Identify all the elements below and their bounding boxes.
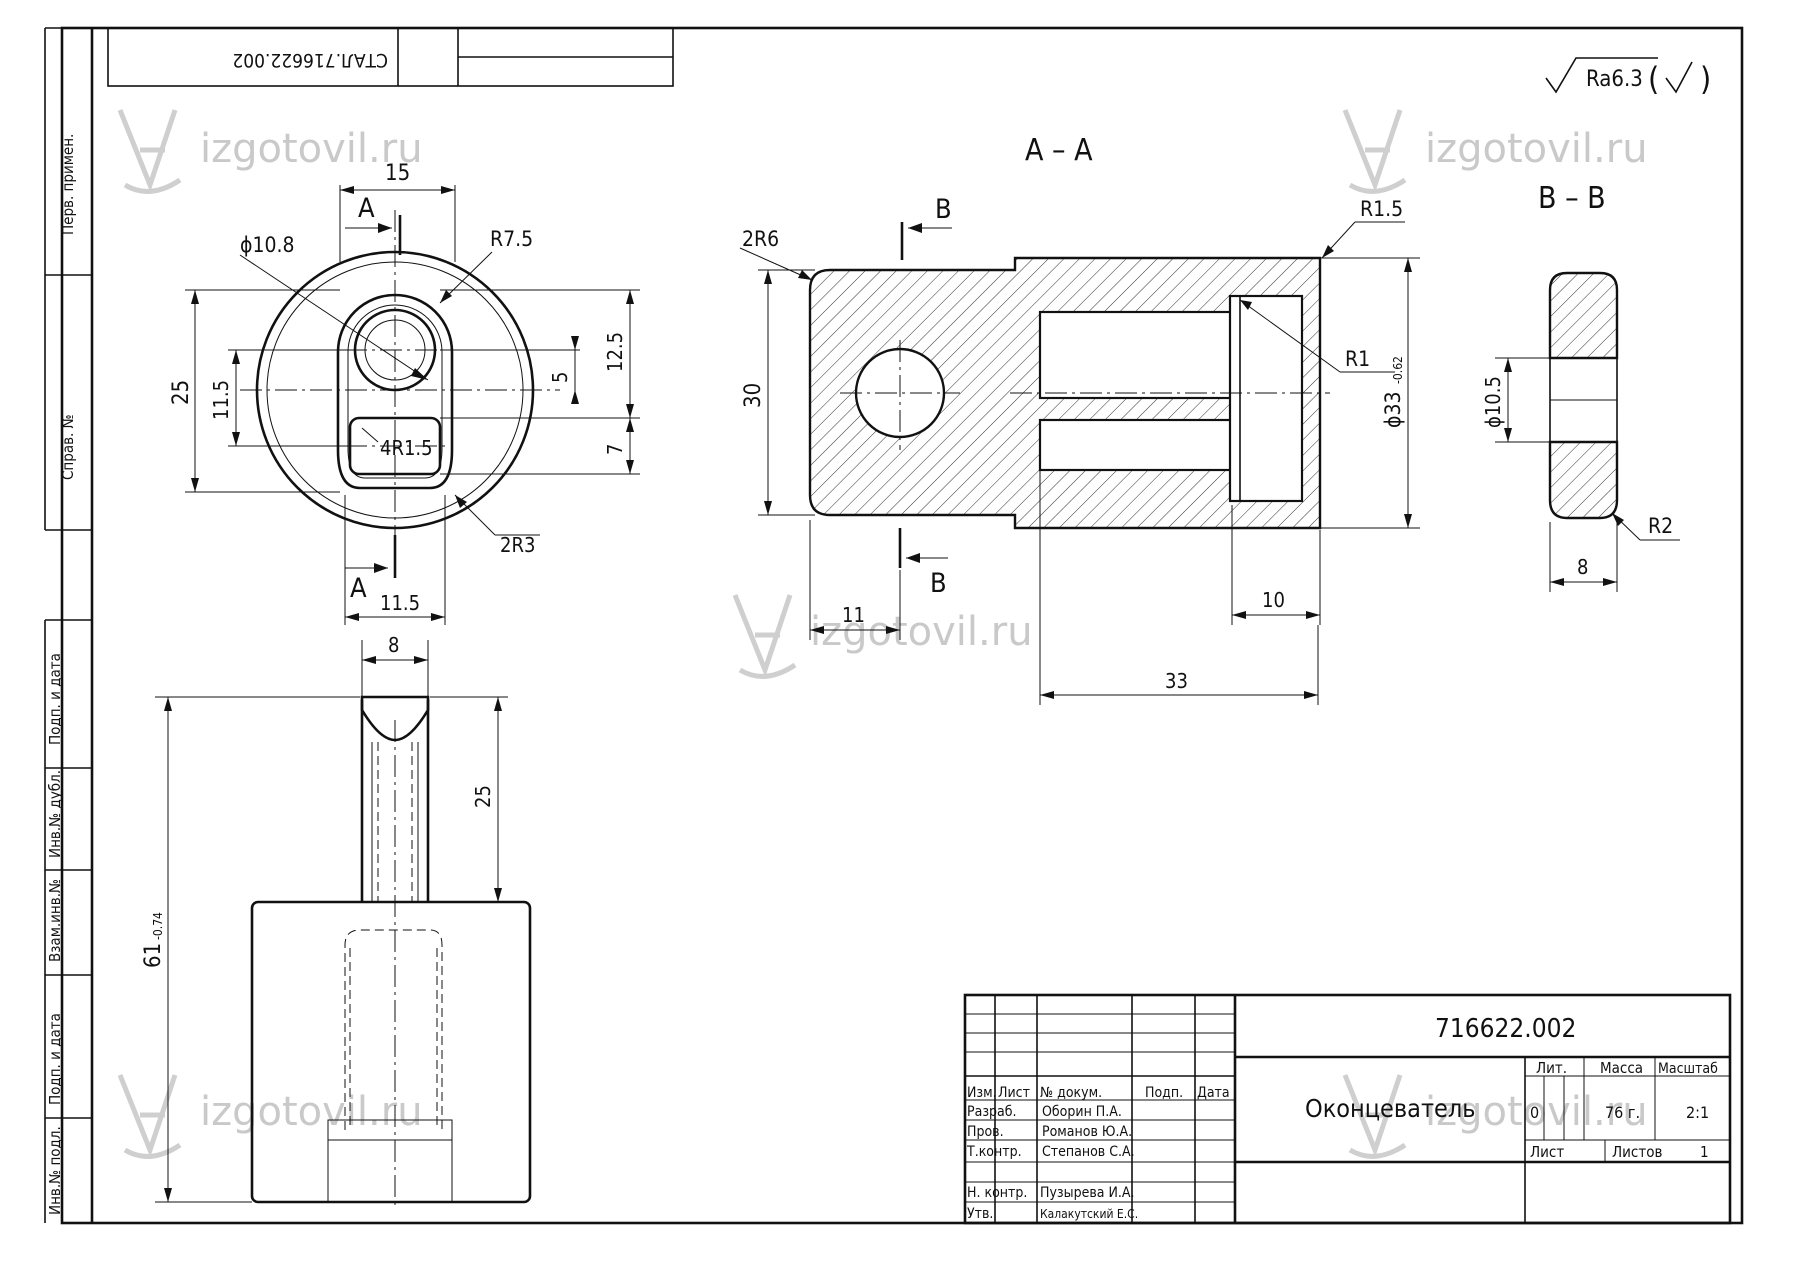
tb-scale-label: Масштаб <box>1658 1061 1718 1077</box>
tb-sheets-value: 1 <box>1700 1143 1709 1161</box>
dim-33: 33 <box>1165 669 1188 693</box>
section-mark-a-bottom: А <box>350 573 367 604</box>
dim-r2: R2 <box>1648 514 1673 538</box>
svg-text:izgotovil.ru: izgotovil.ru <box>1425 126 1648 172</box>
stamp-perv: Перв. примен. <box>59 134 77 235</box>
tb-person-2: Степанов С.А. <box>1042 1144 1135 1160</box>
dim-61-tol: -0.74 <box>151 912 165 940</box>
dim-8-b: 8 <box>1577 555 1588 579</box>
top-doc-stamp: СТАЛ.716622.002 <box>107 27 674 87</box>
svg-text:izgotovil.ru: izgotovil.ru <box>200 1089 423 1135</box>
tb-h-doc: № докум. <box>1040 1085 1102 1101</box>
roughness-value: Ra6.3 <box>1586 67 1643 92</box>
tb-h-izm: Изм. <box>967 1085 997 1101</box>
stamp-sprav: Справ. № <box>59 414 77 480</box>
section-a-a: А – А В В 2R6 R1.5 R1 <box>739 133 1420 705</box>
tb-h-sign: Подп. <box>1145 1085 1183 1101</box>
dim-8-top: 8 <box>388 633 399 657</box>
watermark-1: izgotovil.ru <box>117 109 423 194</box>
dim-25: 25 <box>169 380 194 405</box>
dim-11-5-left: 11.5 <box>209 380 233 420</box>
dim-4r1-5: 4R1.5 <box>380 436 433 460</box>
stamp-inv-dubl: Инв.№ дубл. <box>46 770 64 858</box>
tb-person-0: Оборин П.А. <box>1042 1104 1122 1120</box>
tb-h-date: Дата <box>1197 1085 1230 1101</box>
dim-phi33-tol: -0.62 <box>1391 356 1405 384</box>
dim-2r3: 2R3 <box>500 533 535 557</box>
tb-role-2: Т.контр. <box>966 1144 1022 1160</box>
watermark-5: izgotovil.ru <box>1342 1074 1648 1159</box>
svg-text:izgotovil.ru: izgotovil.ru <box>200 126 423 172</box>
svg-text:izgotovil.ru: izgotovil.ru <box>1425 1089 1648 1135</box>
tb-name: Оконцеватель <box>1305 1094 1476 1123</box>
side-stamp: Перв. примен. Справ. № Подп. и дата Инв.… <box>44 27 92 1223</box>
dim-phi10-8: ϕ10.8 <box>240 233 295 257</box>
stamp-inv-podl: Инв.№ подл. <box>46 1126 64 1215</box>
stamp-podp1: Подп. и дата <box>46 653 64 745</box>
stamp-vzam: Взам.инв.№ <box>46 879 64 962</box>
dim-5: 5 <box>548 372 572 383</box>
title-block: 716622.002 Оконцеватель Изм. Лист № доку… <box>963 993 1732 1225</box>
section-title-a: А – А <box>1025 133 1093 168</box>
tb-role-1: Пров. <box>967 1124 1004 1140</box>
doc-code-rotated: СТАЛ.716622.002 <box>232 49 388 71</box>
svg-text:): ) <box>1700 60 1711 98</box>
section-mark-a-top: А <box>358 193 375 224</box>
svg-text:izgotovil.ru: izgotovil.ru <box>810 609 1033 655</box>
dim-7: 7 <box>603 444 627 455</box>
section-mark-b-top: В <box>935 194 952 225</box>
tb-lit-label: Лит. <box>1536 1059 1567 1077</box>
section-mark-b-bottom: В <box>930 568 947 599</box>
stamp-podp2: Подп. и дата <box>46 1013 64 1105</box>
dim-r1: R1 <box>1345 347 1370 371</box>
tb-role-3: Н. контр. <box>967 1185 1027 1201</box>
dim-11-5-bottom: 11.5 <box>380 591 420 615</box>
dim-15: 15 <box>385 161 410 186</box>
tb-lit-value: 0 <box>1530 1103 1539 1122</box>
section-title-b: В – В <box>1538 181 1606 216</box>
tb-sheets-label: Листов <box>1612 1143 1662 1161</box>
tb-person-4: Калакутский Е.С. <box>1040 1207 1138 1221</box>
watermark-2: izgotovil.ru <box>1342 109 1648 194</box>
tb-role-0: Разраб. <box>967 1104 1017 1120</box>
svg-text:(: ( <box>1648 60 1659 98</box>
tb-code: 716622.002 <box>1435 1014 1576 1044</box>
dim-2r6: 2R6 <box>742 227 779 251</box>
tb-scale-value: 2:1 <box>1686 1103 1709 1122</box>
top-view: А А 15 ϕ10.8 R7.5 25 11.5 <box>169 161 640 625</box>
tb-mass-value: 76 г. <box>1605 1103 1640 1122</box>
dim-12-5: 12.5 <box>603 332 627 372</box>
section-b-b: В – В ϕ10.5 R2 8 <box>1481 181 1680 592</box>
dim-phi10-5: ϕ10.5 <box>1481 376 1505 428</box>
tb-sheet-label: Лист <box>1530 1143 1564 1161</box>
dim-25-side: 25 <box>471 785 495 808</box>
dim-10: 10 <box>1262 588 1285 612</box>
dim-r7-5: R7.5 <box>490 227 533 251</box>
tb-role-4: Утв. <box>967 1206 993 1222</box>
dim-11: 11 <box>842 603 865 627</box>
dim-30: 30 <box>741 383 766 408</box>
tb-mass-label: Масса <box>1600 1059 1643 1077</box>
dim-phi33: ϕ33 <box>1381 392 1405 429</box>
side-view: 8 25 61 -0.74 <box>141 633 532 1210</box>
tb-h-list: Лист <box>998 1085 1030 1101</box>
watermark-4: izgotovil.ru <box>117 1074 423 1159</box>
dim-r1-5: R1.5 <box>1360 197 1403 221</box>
watermark-3: izgotovil.ru <box>732 594 1033 679</box>
tb-person-3: Пузырева И.А. <box>1040 1185 1135 1201</box>
tb-person-1: Романов Ю.А. <box>1042 1124 1132 1140</box>
dim-61: 61 <box>141 943 166 968</box>
roughness-sign: Ra6.3 ( ) <box>1545 57 1711 98</box>
